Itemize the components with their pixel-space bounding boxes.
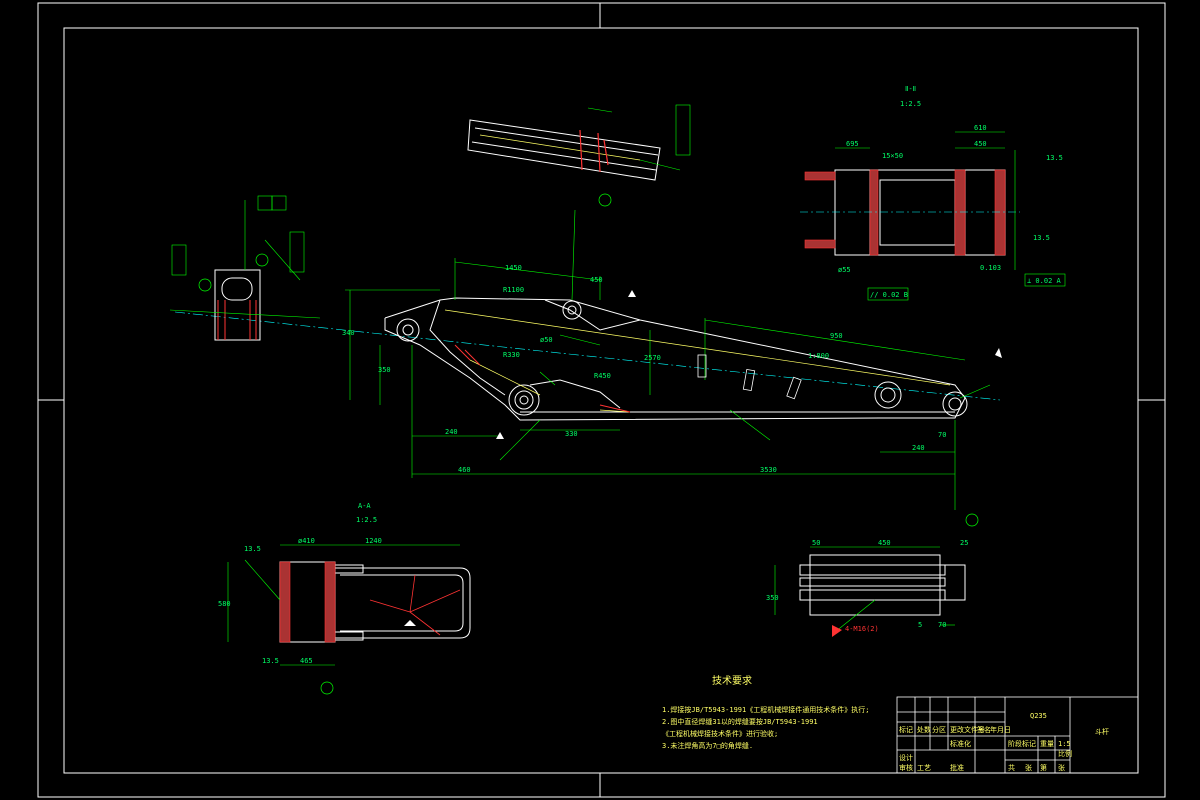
tb-label-17: 张 xyxy=(1058,763,1065,772)
dim-r330: R330 xyxy=(503,351,520,359)
tech-req-heading: 技术要求 xyxy=(712,674,752,687)
tb-label-5: 年月日 xyxy=(990,725,1011,734)
dim-350: 350 xyxy=(378,366,391,374)
tb-label-10: 比例 xyxy=(1058,749,1072,758)
sec2-tol1: // 0.02 B xyxy=(870,291,908,299)
dim-240b: 240 xyxy=(912,444,925,452)
section-a: A-A 1:2.5 ø410 1240 13.5 13. xyxy=(218,502,471,695)
sheet-border xyxy=(37,2,1166,798)
det-b-dim-50: 50 xyxy=(812,539,820,547)
tb-label-12: 工艺 xyxy=(917,764,931,772)
tb-label-9: 重量 xyxy=(1040,740,1054,748)
sec-a-dim-1240: 1240 xyxy=(365,537,382,545)
det-b-dim-70: 70 xyxy=(938,621,946,629)
tech-req-line-4: 3.未注焊角高为7□的角焊缝. xyxy=(662,741,753,750)
dim-3530: 3530 xyxy=(760,466,777,474)
dim-2570: 2570 xyxy=(644,354,661,362)
dim-450: 450 xyxy=(590,276,603,284)
tb-label-11: 审核 xyxy=(899,763,913,772)
tb-label-6: 设计 xyxy=(899,753,913,762)
section-ii: Ⅱ-Ⅱ 1:2.5 695 450 610 15×50 xyxy=(800,85,1066,301)
title-scale: 1:5 xyxy=(1058,740,1071,748)
det-b-note: 4-M16(2) xyxy=(845,625,879,633)
detail-b: 50 450 25 70 350 5 4-M16(2) xyxy=(766,513,979,637)
sec-a-dim-580: 580 xyxy=(218,600,231,608)
sec2-tol2: ⊥ 0.02 A xyxy=(1027,277,1062,285)
title-part-name: 斗杆 xyxy=(1095,727,1109,736)
dim-ratio: 1:800 xyxy=(808,352,829,360)
det-b-dim-5: 5 xyxy=(918,621,922,629)
sec2-dim-103: 0.103 xyxy=(980,264,1001,272)
section-a-scale: 1:2.5 xyxy=(356,516,377,524)
tb-label-0: 标记 xyxy=(899,725,913,734)
dim-330: 330 xyxy=(565,430,578,438)
tb-label-14: 共 xyxy=(1008,763,1015,772)
title-material: Q235 xyxy=(1030,712,1047,720)
tech-req-line-2: 2.图中直径焊缝31以的焊缝要按JB/T5943-1991 xyxy=(662,717,818,726)
dim-240: 240 xyxy=(445,428,458,436)
sec2-dim-450: 450 xyxy=(974,140,987,148)
dim-950: 950 xyxy=(830,332,843,340)
det-b-dim-450: 450 xyxy=(878,539,891,547)
tb-label-13: 批准 xyxy=(950,763,964,772)
detail-plate xyxy=(467,104,691,207)
sec2-dim-13-5b: 13.5 xyxy=(1033,234,1050,242)
sec2-dim-695: 695 xyxy=(846,140,859,148)
section-ii-scale: 1:2.5 xyxy=(900,100,921,108)
tb-label-2: 分区 xyxy=(932,725,946,734)
det-b-dim-350: 350 xyxy=(766,594,779,602)
sec-a-dim-410: ø410 xyxy=(298,537,315,545)
tb-label-16: 第 xyxy=(1040,763,1047,772)
tb-label-3: 更改文件号 xyxy=(950,725,985,734)
tb-label-7: 标准化 xyxy=(950,739,971,748)
section-ii-title: Ⅱ-Ⅱ xyxy=(905,85,916,93)
tb-label-4: 签名 xyxy=(977,725,991,734)
tech-requirements: 技术要求 1.焊接按JB/T5943-1991《工程机械焊接件通用技术条件》执行… xyxy=(662,674,869,750)
sec-a-dim-465: 465 xyxy=(300,657,313,665)
tb-label-1: 处数 xyxy=(917,725,931,734)
dim-d50: ø50 xyxy=(540,336,553,344)
sec-a-dim-13-5b: 13.5 xyxy=(262,657,279,665)
tech-req-line-1: 1.焊接按JB/T5943-1991《工程机械焊接件通用技术条件》执行; xyxy=(662,705,869,714)
dim-1450: 1450 xyxy=(505,264,522,272)
title-block: Q235 斗杆 1:5 标记 处数 分区 更改文件号 签名 年月日 设计 标准化… xyxy=(896,696,1139,774)
section-a-title: A-A xyxy=(358,502,371,510)
tech-req-line-3: 《工程机械焊接技术条件》进行验收; xyxy=(662,729,778,738)
tb-label-15: 张 xyxy=(1025,763,1032,772)
detail-lug xyxy=(169,195,321,341)
dim-340: 340 xyxy=(342,329,355,337)
main-view: 1450 450 950 3530 460 330 240 240 70 340… xyxy=(174,209,1002,510)
sec2-dim-15x50: 15×50 xyxy=(882,152,903,160)
sec2-dim-610: 610 xyxy=(974,124,987,132)
sec2-dim-13-5: 13.5 xyxy=(1046,154,1063,162)
det-b-dim-25: 25 xyxy=(960,539,968,547)
sec-a-dim-13-5: 13.5 xyxy=(244,545,261,553)
dim-r450: R450 xyxy=(594,372,611,380)
tb-label-8: 阶段标记 xyxy=(1008,739,1036,748)
sec2-dim-55: ø55 xyxy=(838,266,851,274)
dim-460: 460 xyxy=(458,466,471,474)
dim-r1100: R1100 xyxy=(503,286,524,294)
dim-70: 70 xyxy=(938,431,946,439)
